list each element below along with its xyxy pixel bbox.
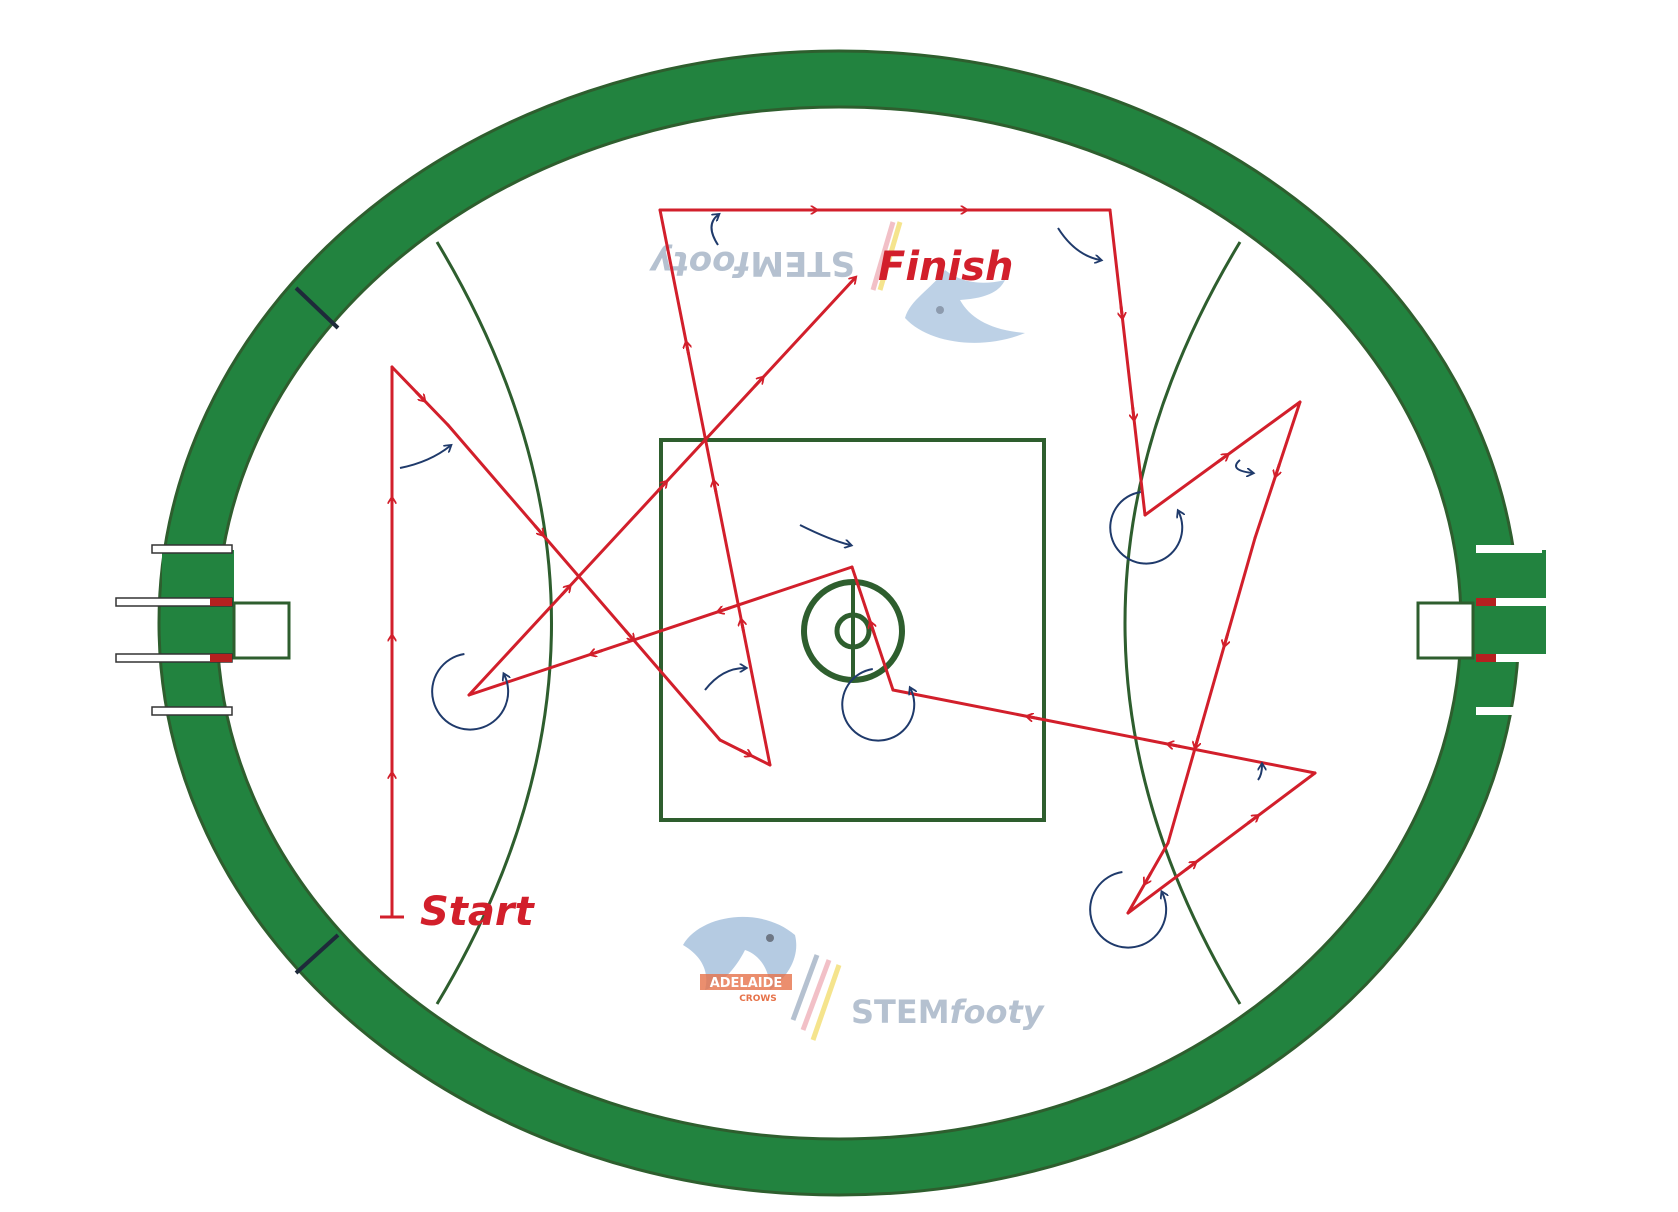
turn-arrow-icon [799,524,850,545]
direction-arrows [392,210,1279,883]
turn-arrow-icon [399,446,450,469]
stemfooty-logo-bottom-text: STEMfooty [851,993,1045,1031]
right-fifty-arc [1123,241,1242,1005]
stemfooty-logo-top-text: STEMfooty [648,243,855,283]
club-logo-subtext: CROWS [739,994,777,1004]
turn-arrow-icon [1235,459,1252,473]
crow-logo-bottom-icon: ADELAIDE CROWS [683,916,797,1004]
watermark-top: STEMfooty [648,221,1025,343]
path-segment [1108,208,1147,517]
finish-label: Finish [878,244,1014,290]
direction-arrow-icon [871,623,875,635]
direction-arrow-icon [719,608,731,612]
direction-arrow-icon [656,482,666,492]
left-goal [115,544,291,716]
direction-arrow-icon [560,586,569,597]
direction-arrow-icon [1028,717,1040,719]
direction-arrow-icon [1276,463,1280,475]
direction-arrow-icon [1133,407,1134,419]
direction-arrow-icon [1145,872,1153,883]
left-fifty-arc [435,241,553,1005]
path-segment [891,688,1317,775]
direction-arrow-icon [533,524,543,534]
turn-arrow-icon [1057,227,1100,260]
spin-circle-icon [1109,491,1182,565]
spin-circle-icon [1089,871,1166,949]
direction-arrow-icon [414,390,424,401]
direction-arrow-icon [1168,744,1181,746]
spin-circle-icon [841,668,914,742]
turn-indicators [399,215,1262,949]
watermark-bottom: ADELAIDE CROWS STEMfooty [683,916,1045,1041]
direction-arrow-icon [1246,816,1258,825]
direction-arrow-icon [1121,305,1122,318]
direction-arrow-icon [624,629,633,639]
direction-arrow-icon [738,748,751,755]
path-segment [467,565,854,697]
direction-arrow-icon [741,620,743,633]
turn-arrow-icon [710,215,719,246]
club-logo-text: ADELAIDE [710,976,783,991]
turn-arrow-icon [1257,765,1262,781]
boundary-marker-top [294,286,340,330]
right-goal [1416,545,1548,715]
direction-arrow-icon [1184,863,1196,872]
direction-arrow-icon [1224,633,1227,646]
spin-circle-icon [431,653,508,731]
path-segment [1126,771,1317,915]
crow-logo-top-icon [905,270,1025,343]
path-segment [446,423,722,742]
direction-arrow-icon [1195,735,1198,748]
turn-arrow-icon [704,668,745,691]
direction-arrow-icon [1216,455,1228,464]
start-label: Start [420,889,536,935]
direction-arrow-icon [686,343,688,355]
direction-arrow-icon [714,482,716,494]
direction-arrow-icon [591,650,603,654]
path-segment [1166,536,1257,845]
boundary-marker-bottom [294,933,340,975]
direction-arrow-icon [753,378,762,388]
